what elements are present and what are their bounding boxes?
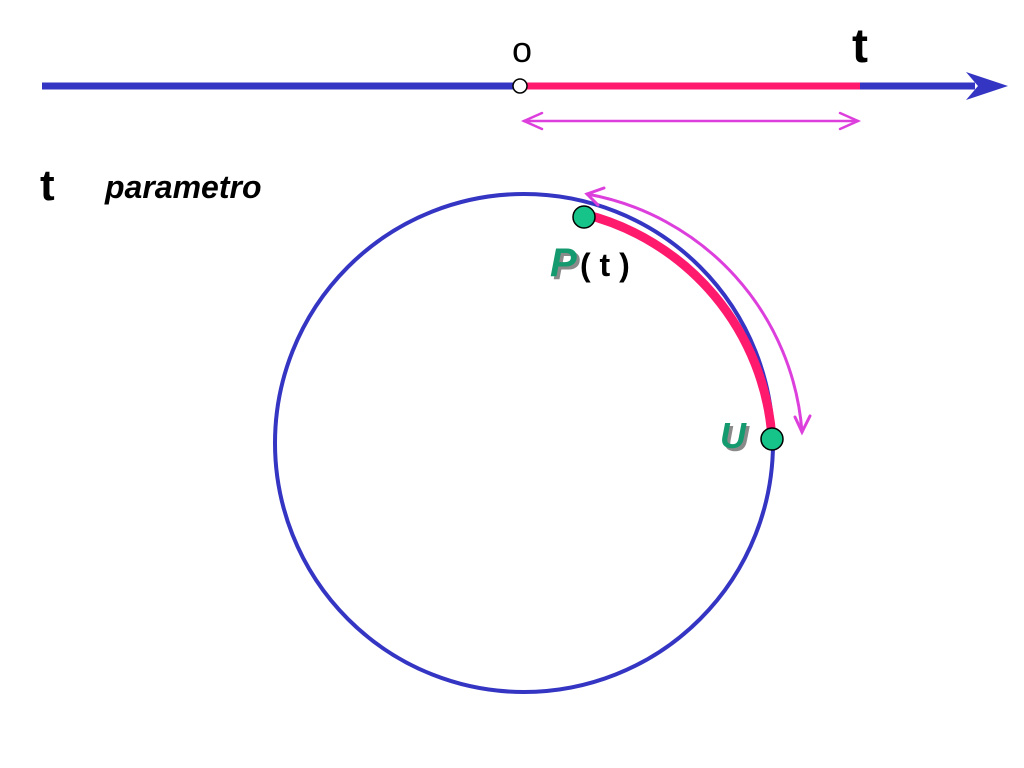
point-u-label: U (720, 415, 747, 456)
point-u (760, 427, 784, 451)
traced-arc (579, 209, 777, 443)
parameter-word: parametro (104, 169, 262, 205)
origin-label: o (512, 29, 532, 70)
point-p (572, 205, 596, 229)
point-p-label-shadow: P (553, 244, 580, 288)
number-line-arrowhead (966, 72, 1008, 100)
point-p-label: P (550, 241, 577, 285)
circle-curve (273, 192, 775, 694)
arc-length-arrow (584, 186, 812, 436)
axis-end-label: t (852, 20, 868, 73)
parameter-symbol: t (40, 161, 55, 210)
point-p-argument: ( t ) (580, 247, 630, 283)
segment-length-arrow (520, 111, 862, 131)
origin-point (512, 78, 528, 94)
point-u-label-shadow: U (723, 418, 750, 459)
